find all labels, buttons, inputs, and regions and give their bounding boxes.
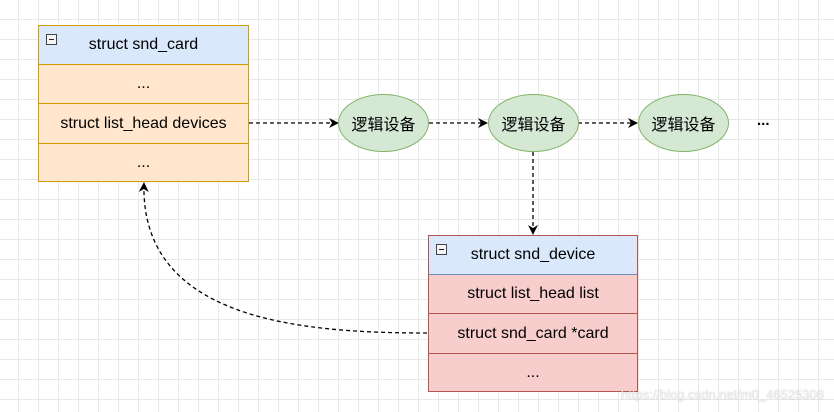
collapse-icon[interactable] bbox=[436, 244, 447, 255]
snd-card-field-label: ... bbox=[136, 75, 151, 92]
logical-device-label: 逻辑设备 bbox=[651, 115, 716, 134]
snd-device-header[interactable]: struct snd_device bbox=[429, 236, 637, 275]
arrow-card-pointer-to-snd-card bbox=[138, 182, 428, 334]
snd-card-field: ... bbox=[39, 65, 248, 103]
snd-card-header[interactable]: struct snd_card bbox=[39, 26, 248, 65]
snd-card-field-label: ... bbox=[136, 153, 151, 171]
snd-card-title: struct snd_card bbox=[88, 36, 199, 53]
logical-device-label: 逻辑设备 bbox=[351, 115, 416, 134]
snd-device-field-card: struct snd_card *card bbox=[429, 313, 637, 353]
more-indicator: ... bbox=[757, 112, 770, 129]
snd-card-field: ... bbox=[39, 143, 248, 181]
snd-device-struct[interactable]: struct snd_device struct list_head list … bbox=[428, 235, 638, 392]
snd-device-field-label: struct snd_card *card bbox=[457, 324, 609, 342]
logical-device-node[interactable]: 逻辑设备 bbox=[488, 94, 579, 152]
snd-device-title: struct snd_device bbox=[470, 246, 596, 263]
logical-device-node[interactable]: 逻辑设备 bbox=[338, 94, 429, 152]
snd-device-field-label: struct list_head list bbox=[467, 285, 599, 302]
collapse-icon[interactable] bbox=[46, 34, 57, 45]
watermark: https://blog.csdn.net/m0_46525308 bbox=[620, 387, 824, 402]
snd-device-field-list: struct list_head list bbox=[429, 275, 637, 313]
snd-card-field-devices: struct list_head devices bbox=[39, 103, 248, 143]
logical-device-node[interactable]: 逻辑设备 bbox=[638, 94, 729, 152]
snd-device-field-label: ... bbox=[526, 363, 540, 381]
snd-card-field-label: struct list_head devices bbox=[60, 114, 227, 132]
snd-device-field: ... bbox=[429, 353, 637, 391]
snd-card-struct[interactable]: struct snd_card ... struct list_head dev… bbox=[38, 25, 249, 182]
logical-device-label: 逻辑设备 bbox=[501, 115, 566, 134]
